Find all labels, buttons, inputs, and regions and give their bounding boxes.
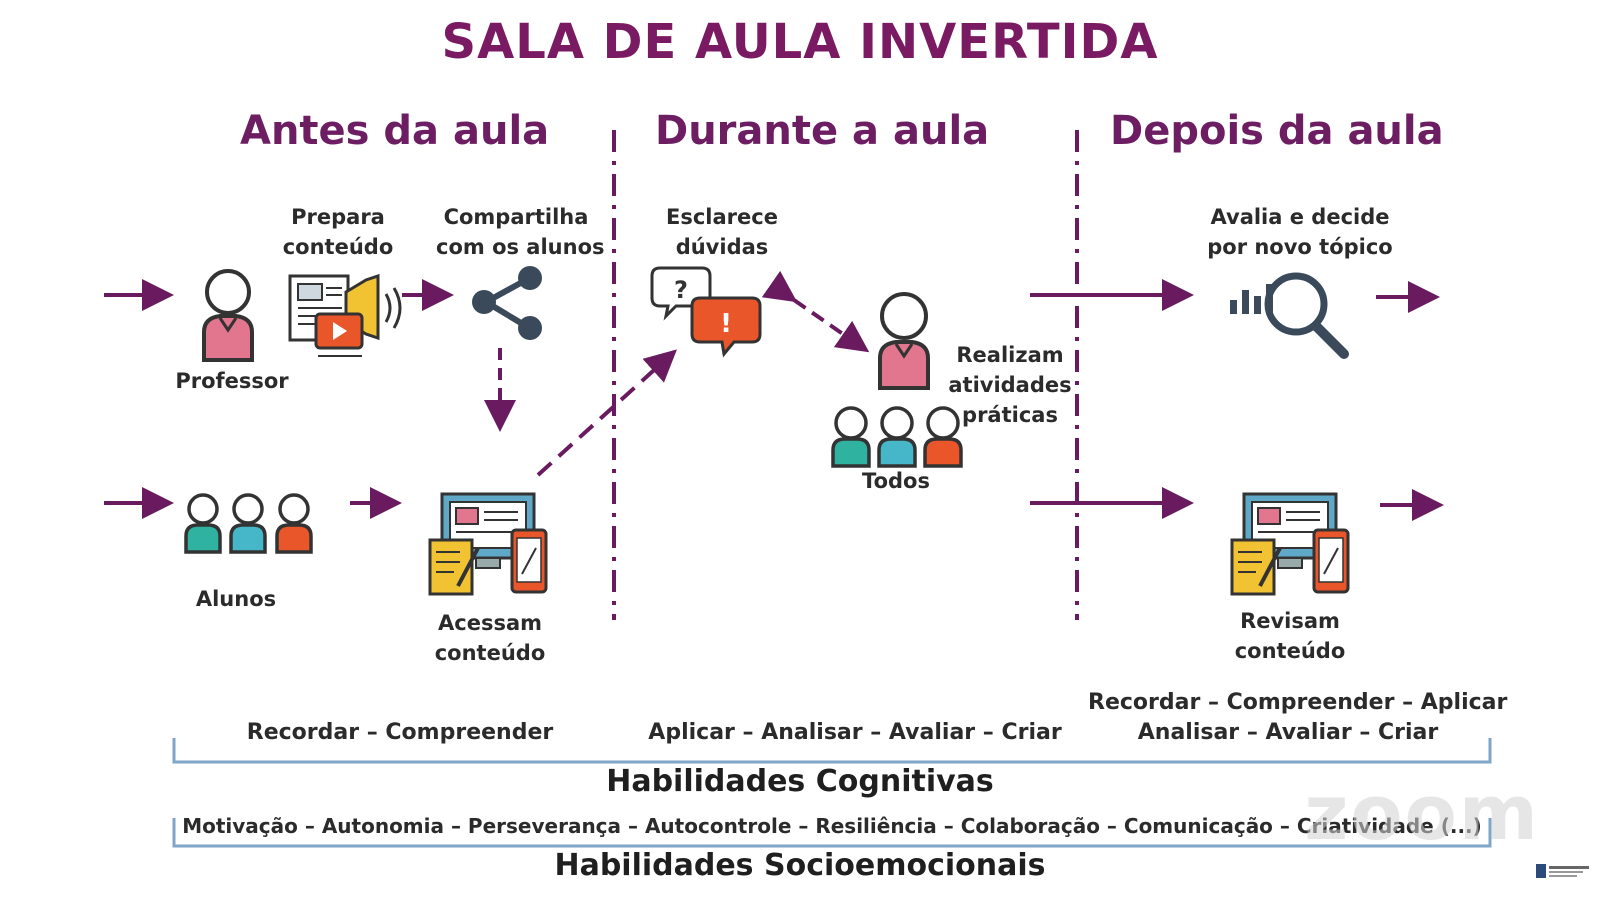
devices-icon bbox=[428, 492, 548, 596]
svg-text:!: ! bbox=[720, 309, 732, 339]
analytics-search-icon bbox=[1230, 272, 1349, 359]
main-title: SALA DE AULA INVERTIDA bbox=[441, 14, 1159, 70]
label-professor: Professor bbox=[175, 369, 289, 393]
university-logo-icon bbox=[1536, 862, 1592, 880]
speech-bubbles-icon: ? ! bbox=[650, 266, 762, 358]
share-icon bbox=[472, 266, 542, 340]
flow-arrow-dashed bbox=[536, 349, 677, 477]
cognitive-after-1: Recordar – Compreender – Aplicar bbox=[1088, 690, 1508, 715]
cognitive-title: Habilidades Cognitivas bbox=[606, 764, 994, 799]
students-icon bbox=[831, 406, 963, 468]
phase-during-heading: Durante a aula bbox=[655, 108, 990, 154]
flow-arrow-dashed bbox=[761, 270, 870, 353]
person-icon bbox=[202, 269, 254, 362]
devices-icon bbox=[1230, 492, 1350, 596]
socio-bracket bbox=[172, 818, 1492, 848]
label-alunos: Alunos bbox=[195, 587, 277, 611]
cognitive-before: Recordar – Compreender bbox=[246, 720, 554, 745]
phase-before-heading: Antes da aula bbox=[240, 108, 550, 154]
cognitive-after-2: Analisar – Avaliar – Criar bbox=[1137, 720, 1439, 745]
cognitive-during: Aplicar – Analisar – Avaliar – Criar bbox=[648, 720, 1062, 745]
students-icon bbox=[184, 493, 313, 554]
media-content-icon bbox=[288, 273, 402, 357]
cognitive-bracket bbox=[172, 738, 1492, 764]
socio-list: Motivação – Autonomia – Perseverança – A… bbox=[182, 814, 1482, 838]
person-icon bbox=[878, 292, 930, 390]
label-todos: Todos bbox=[862, 469, 930, 493]
zoom-watermark: zoom bbox=[1304, 768, 1540, 857]
svg-text:?: ? bbox=[674, 276, 688, 304]
socio-title: Habilidades Socioemocionais bbox=[554, 848, 1046, 883]
phase-after-heading: Depois da aula bbox=[1110, 108, 1444, 154]
